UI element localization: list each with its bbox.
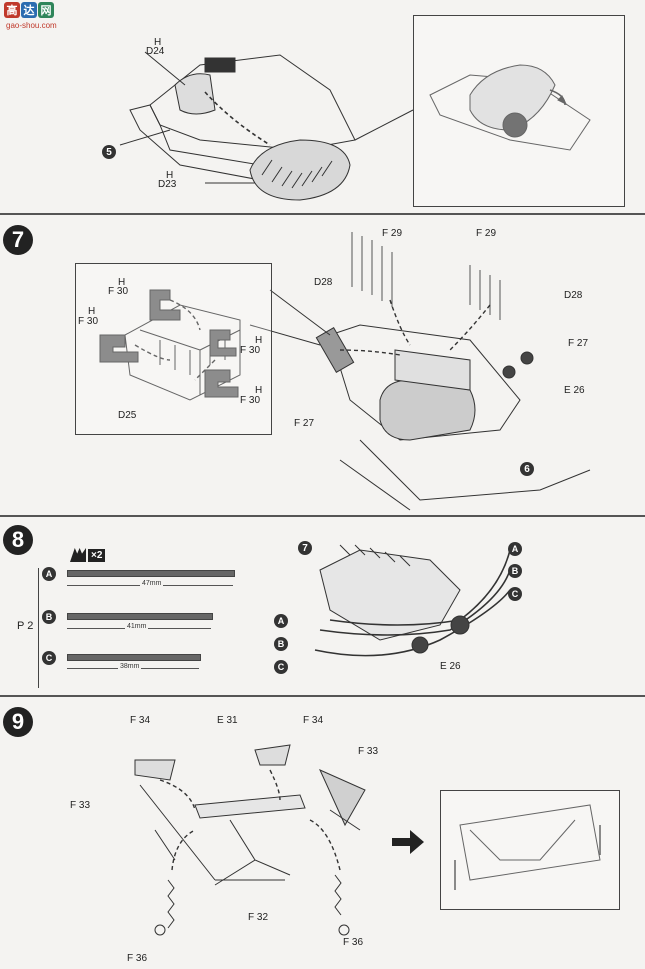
part-label-d28: D28 [314,277,333,288]
quantity-badge: ×2 [70,548,106,562]
step6-detail-inset [413,15,625,207]
section-divider [0,695,645,697]
step-number-7: 7 [3,225,33,255]
wire-letter-a: A [274,614,288,628]
runner-tag: H [118,277,126,288]
step-reference-6: 6 [520,462,534,476]
part-label-f29: F 29 [382,228,403,239]
quantity-multiplier: ×2 [88,548,106,562]
step-reference-5: 5 [102,145,116,159]
watermark-site: gao-shou.com [6,21,57,30]
wire-b [67,613,213,620]
part-label-e26: E 26 [440,661,461,672]
wire-c-length: 38mm [118,663,142,670]
part-label-f30: F 30 [240,345,261,356]
step7-engine-inset [75,263,272,435]
part-label-f34: F 34 [130,715,151,726]
part-label-f30: F 30 [108,286,129,297]
section-divider [0,213,645,215]
part-label-d24: D24 [146,46,165,57]
wire-letter-c: C [42,651,56,665]
part-label-f33: F 33 [358,746,379,757]
step-number-9: 9 [3,707,33,737]
runner-tag: H [255,385,263,396]
step-number-8: 8 [3,525,33,555]
part-label-f32: F 32 [248,912,269,923]
wire-icon [70,548,86,562]
wire-b-length: 41mm [125,623,149,630]
wire-letter-b: B [42,610,56,624]
part-label-d25: D25 [118,410,137,421]
part-label-f36: F 36 [127,953,148,964]
wire-a [67,570,235,577]
wire-letter-c: C [508,587,522,601]
part-label-f36: F 36 [343,937,364,948]
step-reference-7: 7 [298,541,312,555]
wire-group-bracket [38,568,39,688]
part-label-f27: F 27 [568,338,589,349]
part-label-f29: F 29 [476,228,497,239]
part-label-e26: E 26 [564,385,585,396]
part-label-f27: F 27 [294,418,315,429]
watermark-glyph-3: 网 [38,2,54,18]
part-label-f34: F 34 [303,715,324,726]
runner-tag: H [166,170,174,181]
sheet-label: P 2 [17,620,34,632]
watermark-glyph-2: 达 [21,2,37,18]
wire-letter-a: A [508,542,522,556]
runner-tag: H [255,335,263,346]
runner-tag: H [154,37,162,48]
section-divider [0,515,645,517]
part-label-d28: D28 [564,290,583,301]
step9-result-inset [440,790,620,910]
wire-letter-a: A [42,567,56,581]
part-label-d23: D23 [158,179,177,190]
part-label-f33: F 33 [70,800,91,811]
wire-c [67,654,201,661]
wire-letter-c: C [274,660,288,674]
part-label-f30: F 30 [240,395,261,406]
wire-letter-b: B [274,637,288,651]
watermark-glyph-1: 高 [4,2,20,18]
wire-letter-b: B [508,564,522,578]
part-label-f30: F 30 [78,316,99,327]
site-watermark: 高 达 网 [4,2,54,18]
part-label-e31: E 31 [217,715,238,726]
wire-a-length: 47mm [140,580,164,587]
runner-tag: H [88,306,96,317]
